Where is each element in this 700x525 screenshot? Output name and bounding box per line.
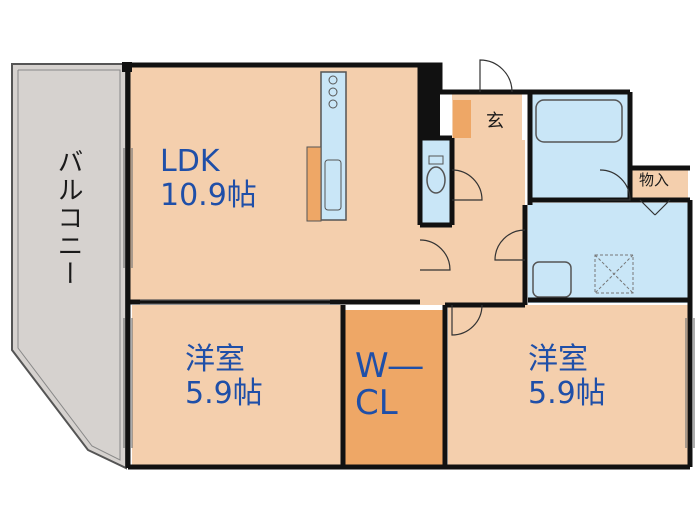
toilet-floor — [420, 140, 452, 225]
corridor-floor — [420, 225, 525, 305]
western-room-left-size: 5.9帖 — [185, 375, 263, 411]
kitchen-cabinet — [306, 146, 322, 222]
windows — [123, 148, 695, 448]
wall-column — [418, 63, 440, 138]
ldk-label: LDK 10.9帖 — [160, 145, 257, 212]
western-room-right-name: 洋室 — [528, 342, 588, 377]
sink — [324, 159, 342, 211]
toilet-tank — [428, 155, 444, 165]
balcony-area — [11, 63, 127, 470]
storage-floor — [632, 168, 688, 200]
western-room-left-name: 洋室 — [185, 342, 245, 377]
entrance-label: 玄 — [486, 111, 504, 132]
shoe-box — [453, 100, 471, 138]
washer-pan — [594, 254, 634, 294]
hall-floor — [452, 140, 525, 230]
wcl-line1: W― — [355, 346, 423, 386]
washroom-floor — [528, 203, 688, 303]
washbasin — [532, 261, 572, 298]
storage-label: 物入 — [639, 171, 670, 189]
western-room-left-label: 洋室 5.9帖 — [185, 343, 263, 410]
stove-burner — [328, 75, 338, 85]
ldk-room-name: LDK — [160, 144, 220, 179]
doors — [419, 59, 671, 336]
washer-pan-cross — [594, 254, 634, 294]
balcony-label: バルコニー — [53, 148, 83, 288]
stove-burner — [328, 99, 338, 109]
western-room-right-size: 5.9帖 — [528, 375, 606, 411]
toilet-bowl — [426, 166, 446, 194]
wcl-label: W― CL — [355, 348, 423, 421]
ldk-room-size: 10.9帖 — [160, 177, 257, 213]
balcony-rail — [17, 69, 121, 461]
wcl-floor — [345, 310, 443, 465]
western-room-right-label: 洋室 5.9帖 — [528, 343, 606, 410]
stove-burner — [328, 87, 338, 97]
wall-column — [122, 62, 132, 72]
sliding-doors — [140, 299, 330, 305]
wcl-line2: CL — [355, 382, 398, 423]
ldk-floor — [130, 67, 420, 302]
bath-floor — [528, 93, 628, 198]
western-room-left-floor — [132, 305, 342, 465]
western-room-right-floor — [448, 305, 688, 465]
bathtub — [535, 99, 623, 143]
